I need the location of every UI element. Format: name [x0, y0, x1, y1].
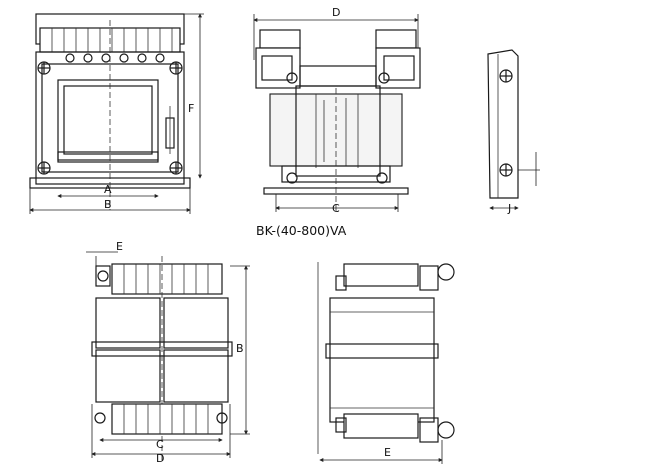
dim-label-B-bottom: B	[236, 342, 244, 355]
dim-label-E-small: E	[116, 240, 123, 253]
dim-label-D-bottom: D	[156, 452, 164, 465]
mounting-screws-front	[37, 61, 183, 175]
edge-view: J	[487, 49, 540, 215]
dim-label-C-bottom: C	[156, 438, 164, 451]
front-view-top: A B F	[29, 13, 204, 214]
figure-caption: BK-(40-800)VA	[256, 223, 347, 238]
side-view-top: D C	[253, 6, 421, 215]
front-view-bottom: C D B E	[86, 240, 250, 465]
dim-label-D: D	[332, 6, 340, 19]
dim-label-F: F	[188, 102, 194, 115]
dim-label-J: J	[507, 202, 511, 215]
dim-label-A: A	[104, 183, 112, 196]
dim-label-E-bottom: E	[384, 446, 391, 459]
side-view-bottom: E	[317, 262, 455, 464]
dim-label-B: B	[104, 198, 112, 211]
